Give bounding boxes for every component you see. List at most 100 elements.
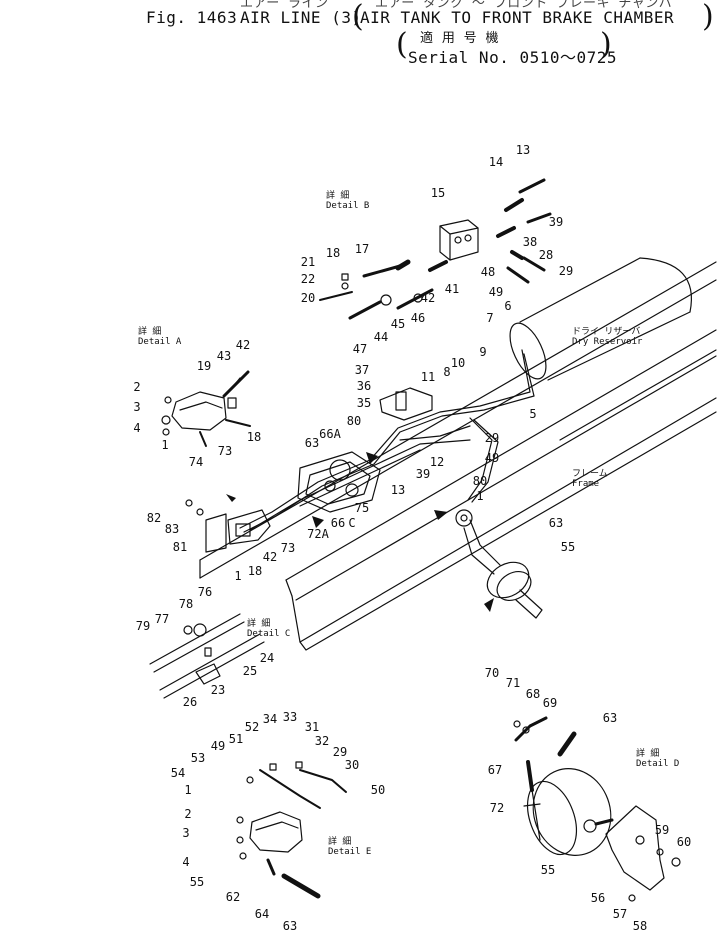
view-arrow-e [434, 510, 448, 520]
dry-reservoir-jp: ドライ リザーバ [572, 326, 640, 337]
part-callout-50: 50 [371, 783, 385, 797]
part-callout-1: 1 [184, 783, 191, 797]
detail-b-drawing [319, 178, 552, 320]
part-callout-48: 48 [481, 265, 495, 279]
part-callout-12: 12 [430, 455, 444, 469]
part-callout-17: 17 [355, 242, 369, 256]
part-callout-22: 22 [301, 272, 315, 286]
part-callout-55: 55 [561, 540, 575, 554]
dry-reservoir-label: Dry Reservoir [572, 337, 643, 347]
part-callout-69: 69 [543, 696, 557, 710]
part-callout-32: 32 [315, 734, 329, 748]
part-callout-5: 5 [529, 407, 536, 421]
part-callout-30: 30 [345, 758, 359, 772]
part-callout-45: 45 [391, 317, 405, 331]
part-callout-66A: 66A [319, 427, 341, 441]
part-callout-15: 15 [431, 186, 445, 200]
part-callout-7: 7 [486, 311, 493, 325]
frame-label: Frame [572, 479, 599, 489]
part-callout-44: 44 [374, 330, 388, 344]
serial-range: Serial No. 0510～0725 [408, 48, 618, 67]
detail-b-jp: 詳 細 [326, 189, 349, 201]
part-callout-72A: 72A [307, 527, 329, 541]
part-callout-49: 49 [211, 739, 225, 753]
part-callout-80: 80 [347, 414, 361, 428]
relay-valve-assembly [297, 387, 433, 513]
part-callout-67: 67 [488, 763, 502, 777]
part-callout-54: 54 [171, 766, 185, 780]
part-callout-18: 18 [248, 564, 262, 578]
part-callout-2: 2 [133, 380, 140, 394]
part-callout-64: 64 [255, 907, 269, 921]
part-callout-13: 13 [391, 483, 405, 497]
part-callout-39: 39 [549, 215, 563, 229]
part-callout-46: 46 [411, 311, 425, 325]
part-callout-42: 42 [421, 291, 435, 305]
part-callout-9: 9 [479, 345, 486, 359]
detail-d-drawing [513, 716, 681, 902]
view-arrows [226, 452, 494, 612]
part-callout-34: 34 [263, 712, 277, 726]
part-callout-74: 74 [189, 455, 203, 469]
part-callout-63: 63 [305, 436, 319, 450]
part-callout-38: 38 [523, 235, 537, 249]
paren-left: ( [352, 0, 364, 34]
detail-a-label: Detail A [138, 337, 182, 347]
part-callout-31: 31 [305, 720, 319, 734]
part-callout-75: 75 [355, 501, 369, 515]
part-callout-24: 24 [260, 651, 274, 665]
view-arrow-c [312, 516, 324, 528]
part-callout-36: 36 [357, 379, 371, 393]
figure-title: AIR LINE (3) [240, 8, 362, 27]
part-callout-33: 33 [283, 710, 297, 724]
part-callout-41: 41 [445, 282, 459, 296]
jp-subtitle: エアー タンク ～ フロント ブレーキ チャンバ [375, 0, 673, 11]
part-callout-37: 37 [355, 363, 369, 377]
jp-serial-label: 適 用 号 機 [420, 31, 499, 46]
part-callout-63: 63 [283, 919, 297, 932]
part-callout-68: 68 [526, 687, 540, 701]
part-callout-23: 23 [211, 683, 225, 697]
part-callout-66: 66 [331, 516, 345, 530]
part-callout-70: 70 [485, 666, 499, 680]
part-callout-6: 6 [504, 299, 511, 313]
figure-subtitle: AIR TANK TO FRONT BRAKE CHAMBER [360, 8, 675, 27]
detail-e-label: Detail E [328, 847, 371, 857]
part-callout-21: 21 [301, 255, 315, 269]
part-callout-42: 42 [236, 338, 250, 352]
part-callout-35: 35 [357, 396, 371, 410]
part-callout-14: 14 [489, 155, 503, 169]
view-arrow-a [226, 494, 236, 502]
part-callout-77: 77 [155, 612, 169, 626]
part-callout-4: 4 [182, 855, 189, 869]
part-callout-60: 60 [677, 835, 691, 849]
part-callout-63: 63 [549, 516, 563, 530]
part-callout-43: 43 [217, 349, 231, 363]
part-callout-51: 51 [229, 732, 243, 746]
air-lines [239, 349, 535, 575]
part-callout-29: 29 [333, 745, 347, 759]
part-callout-19: 19 [197, 359, 211, 373]
brake-valve-left [185, 499, 271, 553]
paren-right: ) [702, 0, 714, 34]
part-callout-49: 49 [489, 285, 503, 299]
detail-c-jp: 詳 細 [247, 617, 270, 629]
part-callout-73: 73 [281, 541, 295, 555]
jp-title: エアー ライン [240, 0, 329, 11]
detail-d-label: Detail D [636, 759, 679, 769]
figure-number: Fig. 1463 [146, 8, 238, 27]
part-callout-55: 55 [190, 875, 204, 889]
part-callout-52: 52 [245, 720, 259, 734]
part-callout-3: 3 [182, 826, 189, 840]
part-callout-39: 39 [416, 467, 430, 481]
part-callout-4: 4 [133, 421, 140, 435]
part-callout-42: 42 [263, 550, 277, 564]
part-callout-C: C [348, 516, 355, 530]
part-callout-18: 18 [326, 246, 340, 260]
detail-e-jp: 詳 細 [328, 835, 351, 847]
frame-jp: フレーム [572, 468, 608, 479]
part-callout-63: 63 [603, 711, 617, 725]
part-callout-13: 13 [516, 143, 530, 157]
